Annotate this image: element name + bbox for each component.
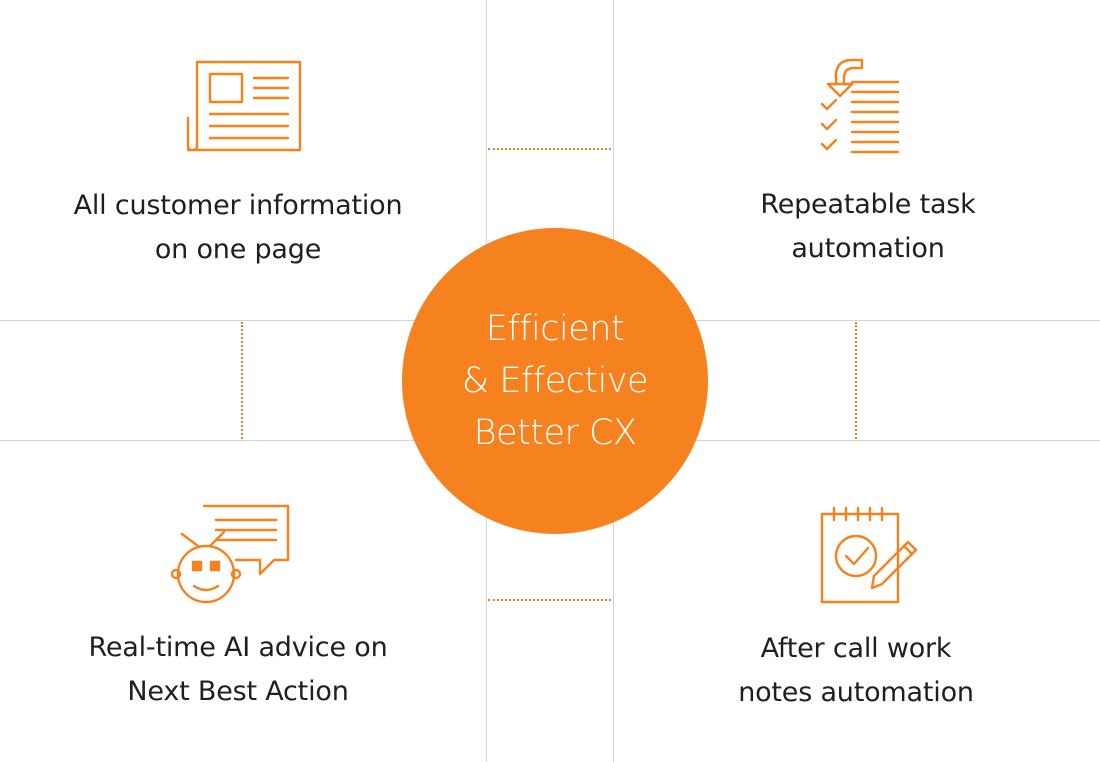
- caption-task-automation-line-2: automation: [791, 233, 945, 264]
- connector-left: [241, 322, 243, 439]
- caption-customer-info-line-1: All customer information: [73, 190, 403, 221]
- caption-notes-automation-line-1: After call work: [760, 633, 952, 664]
- caption-task-automation: Repeatable task automation: [648, 183, 1088, 271]
- connector-right: [855, 322, 857, 439]
- caption-notes-automation-line-2: notes automation: [738, 677, 974, 708]
- center-line-2: & Effective: [461, 361, 649, 401]
- caption-task-automation-line-1: Repeatable task: [760, 189, 976, 220]
- checklist-icon: [820, 58, 900, 154]
- caption-notes-automation: After call work notes automation: [636, 627, 1076, 715]
- center-circle: Efficient & Effective Better CX: [402, 228, 708, 534]
- center-line-3: Better CX: [473, 413, 637, 453]
- newspaper-icon: [186, 60, 302, 152]
- caption-ai-advice: Real-time AI advice on Next Best Action: [18, 626, 458, 714]
- notepad-pencil-icon: [820, 506, 918, 604]
- connector-bottom: [488, 599, 611, 601]
- center-line-1: Efficient: [485, 309, 625, 349]
- caption-ai-advice-line-1: Real-time AI advice on: [88, 632, 388, 663]
- caption-ai-advice-line-2: Next Best Action: [127, 676, 349, 707]
- robot-chat-icon: [170, 504, 290, 604]
- caption-customer-info: All customer information on one page: [18, 184, 458, 272]
- caption-customer-info-line-2: on one page: [154, 234, 322, 265]
- connector-top: [488, 148, 611, 150]
